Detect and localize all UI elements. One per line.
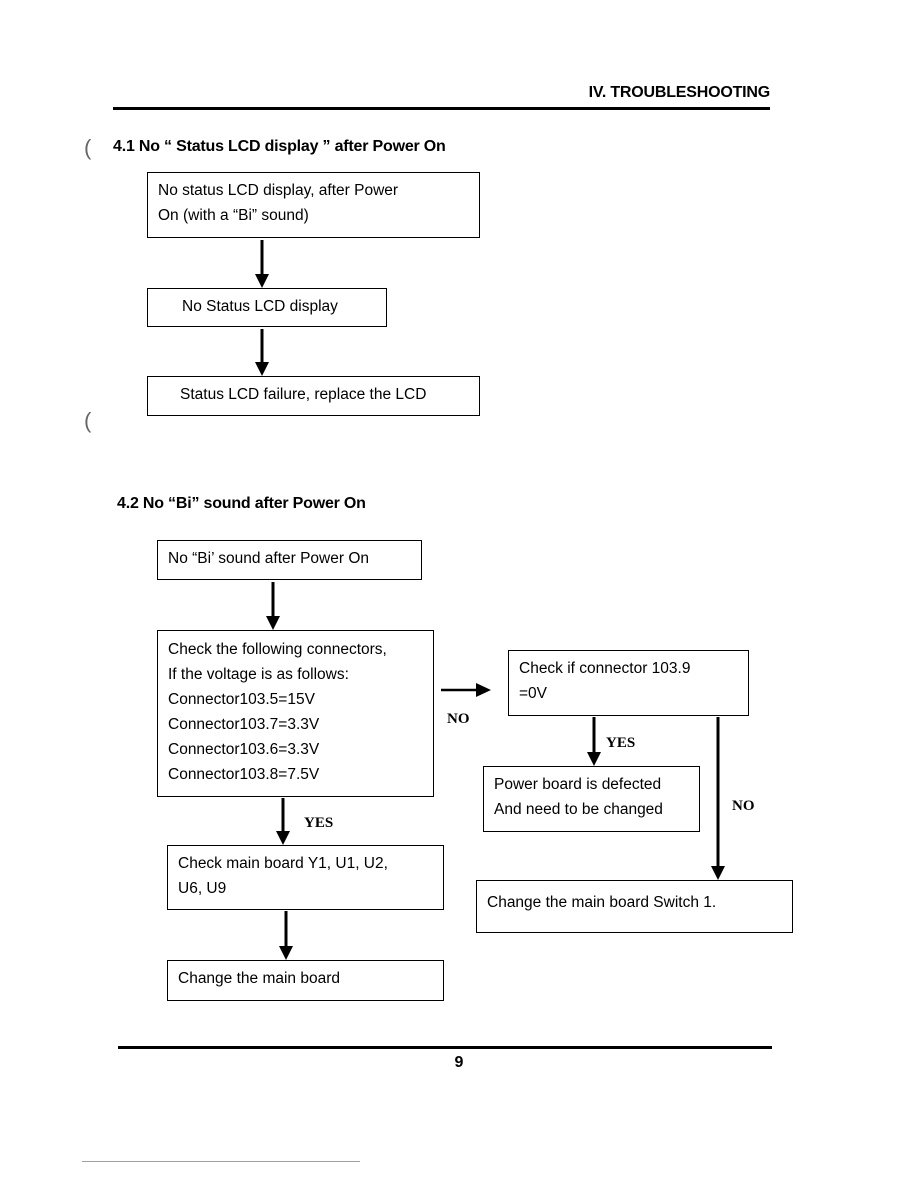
box-line: Check the following connectors, xyxy=(168,641,387,658)
label-yes: YES xyxy=(304,815,334,831)
box-line: No “Bi’ sound after Power On xyxy=(168,550,370,567)
box-line: Change the main board Switch 1. xyxy=(487,894,717,911)
box-check-connector-103-9: Check if connector 103.9 =0V xyxy=(508,650,749,716)
arrow-head xyxy=(255,362,269,376)
box-line: =0V xyxy=(519,685,548,702)
box-lcd-failure: Status LCD failure, replace the LCD xyxy=(147,376,480,416)
box-line: Power board is defected xyxy=(494,776,662,793)
box-line: Status LCD failure, replace the LCD xyxy=(180,386,427,403)
box-line: Connector103.5=15V xyxy=(168,691,315,708)
box-line: Connector103.6=3.3V xyxy=(168,741,320,758)
arrow-head xyxy=(276,831,290,845)
arrow-head xyxy=(279,946,293,960)
box-line: Check if connector 103.9 xyxy=(519,660,691,677)
margin-mark-1: ( xyxy=(84,135,92,160)
box-line: U6, U9 xyxy=(178,880,227,897)
section-4-2-title: 4.2 No “Bi” sound after Power On xyxy=(117,495,366,512)
header-rule xyxy=(113,107,770,110)
arrow-head xyxy=(255,274,269,288)
box-no-status-lcd: No Status LCD display xyxy=(147,288,387,327)
margin-mark-2: ( xyxy=(84,408,92,433)
page-number: 9 xyxy=(454,1054,464,1071)
page-header-title: IV. TROUBLESHOOTING xyxy=(588,84,771,101)
box-line: And need to be changed xyxy=(494,801,663,818)
box-power-board-defected: Power board is defected And need to be c… xyxy=(483,766,700,832)
box-line: Connector103.8=7.5V xyxy=(168,766,320,783)
box-change-main-board: Change the main board xyxy=(167,960,444,1001)
box-check-connectors: Check the following connectors, If the v… xyxy=(157,630,434,797)
arrow-head xyxy=(711,866,725,880)
label-no: NO xyxy=(447,711,470,727)
label-no: NO xyxy=(732,798,755,814)
box-line: Check main board Y1, U1, U2, xyxy=(178,855,388,872)
box-line: Connector103.7=3.3V xyxy=(168,716,320,733)
arrow-head xyxy=(587,752,601,766)
box-line: No status LCD display, after Power xyxy=(158,182,399,199)
box-check-main-board: Check main board Y1, U1, U2, U6, U9 xyxy=(167,845,444,910)
scan-artifact-line xyxy=(82,1161,360,1162)
box-line: On (with a “Bi” sound) xyxy=(158,207,309,224)
box-change-switch: Change the main board Switch 1. xyxy=(476,880,793,933)
box-line: If the voltage is as follows: xyxy=(168,666,349,683)
box-no-bi-sound: No “Bi’ sound after Power On xyxy=(157,540,422,580)
box-no-status-lcd-after-power: No status LCD display, after Power On (w… xyxy=(147,172,480,238)
arrow-head xyxy=(266,616,280,630)
footer-rule xyxy=(118,1046,772,1049)
box-line: Change the main board xyxy=(178,970,341,987)
label-yes: YES xyxy=(606,735,636,751)
section-4-1-title: 4.1 No “ Status LCD display ” after Powe… xyxy=(113,138,446,155)
arrow-head xyxy=(476,683,491,697)
box-line: No Status LCD display xyxy=(182,298,338,315)
